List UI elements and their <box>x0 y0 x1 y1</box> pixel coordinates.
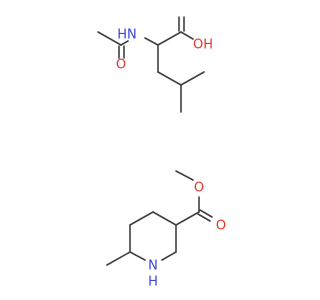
bond-c6-methyl <box>106 251 131 266</box>
bond-alpha-carboxyl <box>157 31 182 46</box>
atom-label-acetyl-o: O <box>116 58 126 73</box>
background <box>0 0 300 300</box>
bond-ring-c4-c5 <box>129 211 154 226</box>
bond-ring-n-c2 <box>161 251 177 261</box>
molecule-methyl-6-methylpiperidine-3-carboxylate: N H O O <box>106 170 226 290</box>
bond-carbonyl-o-double-a <box>199 209 213 218</box>
atom-label-carbonyl-o: O <box>216 219 226 234</box>
bond-carboxyl-oh <box>180 31 194 40</box>
atom-label-ring-n: N <box>148 259 158 274</box>
bond-alpha-nh <box>144 37 159 46</box>
bond-ester-o-methyl <box>175 170 194 181</box>
atom-label-oh: OH <box>193 38 213 53</box>
bond-c3-carbonyl <box>175 211 200 226</box>
atom-label-nh: HN <box>117 28 137 43</box>
atom-label-ring-h: H <box>148 275 158 290</box>
bond-ring-c3-c4 <box>152 211 177 226</box>
bond-ch2-ch <box>157 71 182 86</box>
bond-nh-acetylc <box>120 40 129 46</box>
structure-canvas: HN OH O N H O O <box>0 0 300 300</box>
bond-carbonyl-o-double-b <box>197 213 211 222</box>
bond-ring-c6-n <box>129 251 146 261</box>
atom-label-ester-o: O <box>194 181 204 196</box>
bond-acetylc-methyl <box>97 31 122 46</box>
bond-ch-methyl-a <box>180 71 205 86</box>
molecule-n-acetyl-leucine: HN OH O <box>97 16 213 113</box>
